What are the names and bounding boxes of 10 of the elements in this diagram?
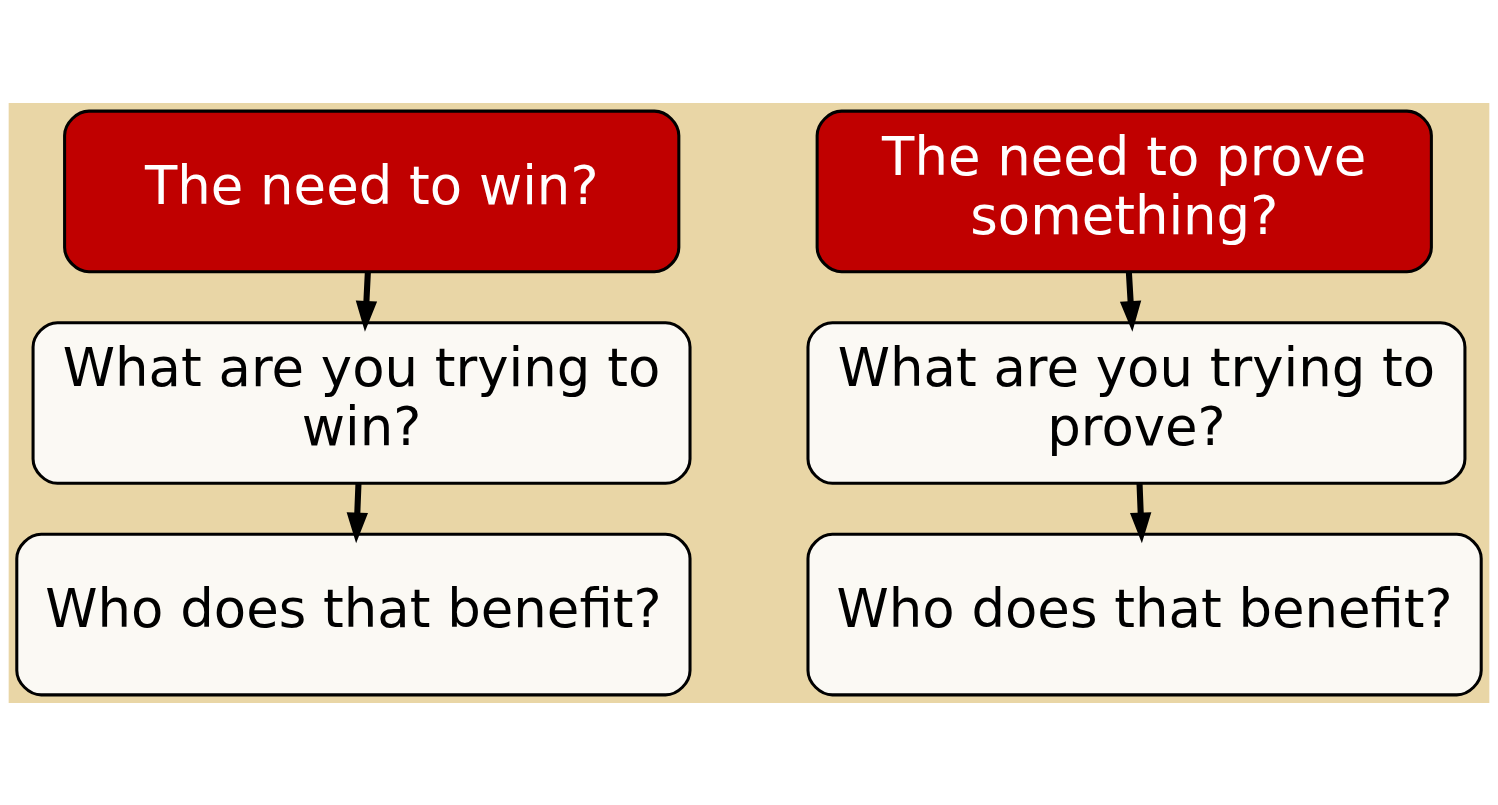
node-box: Who does that benefit? [15,532,692,696]
node-box: The need to prove something? [815,109,1433,273]
node-box: What are you trying to win? [31,320,692,485]
node-box: Who does that benefit? [806,532,1483,696]
node-box: The need to win? [63,109,681,273]
arrow [355,271,378,332]
arrow [1130,482,1152,543]
arrow [1119,271,1142,332]
node-box: What are you trying to prove? [806,320,1467,485]
arrow [346,482,368,543]
